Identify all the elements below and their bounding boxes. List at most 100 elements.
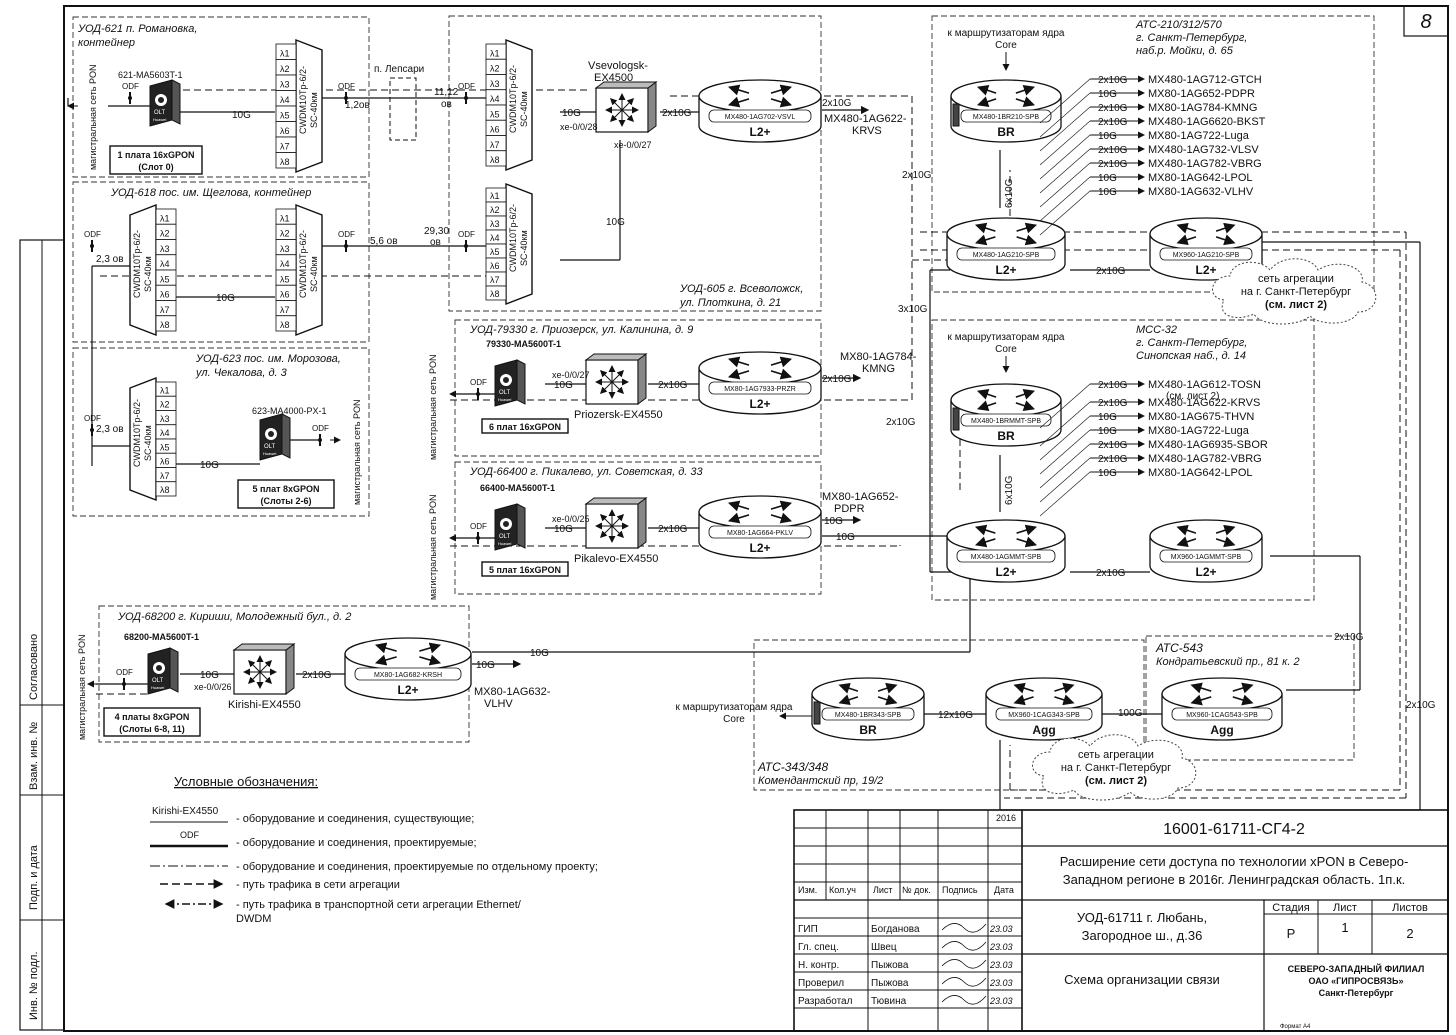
tb-name: Тювина [871, 996, 907, 1007]
lambda-port: λ7 [280, 305, 290, 315]
speed-label: 10G [606, 217, 625, 228]
speed-label: 10G [232, 110, 251, 121]
uod623-fiber: 2,3 ов [96, 424, 124, 435]
speed-label: 10G [530, 648, 549, 659]
tb-header: Кол.уч [829, 885, 856, 895]
lambda-port: λ1 [490, 48, 500, 58]
uod605-port2: xe-0/0/27 [614, 140, 652, 150]
tb-name: Богданова [871, 924, 920, 935]
switch-uod79330 [584, 353, 648, 405]
tb-object2: Загородное ш., д.36 [1082, 928, 1203, 943]
cwdm-muxes: CWDM10Tp-6/2-SC-40кмλ1λ2λ3λ4λ5λ6λ7λ8CWDM… [129, 38, 533, 502]
link-target: MX480-1AG6620-BKST [1148, 116, 1266, 128]
lambda-port: λ1 [280, 213, 290, 223]
uod68200-port: xe-0/0/26 [194, 682, 232, 692]
uod68200-title: УОД-68200 г. Кириши, Молодежный бул., д.… [117, 611, 351, 623]
lambda-port: λ4 [280, 259, 290, 269]
router-role: Agg [1210, 723, 1233, 737]
link-speed: 2x10G [1098, 398, 1128, 409]
tb-header: Дата [994, 885, 1014, 895]
side-stamp-panel: Согласовано Взам. инв. № Подп. и дата Ин… [19, 239, 65, 1031]
odf-icon: ODF [338, 82, 355, 104]
odf-label: ODF [122, 82, 139, 91]
olt-text: OLT [152, 678, 164, 684]
mcc32-title: МСС-32 [1136, 324, 1177, 336]
speed-label: 10G [554, 380, 573, 391]
olt-text: OLT [499, 390, 511, 396]
title-block-grid [793, 809, 1449, 1032]
router-model: MX80-1AG664-PKLV [727, 530, 793, 537]
lambda-port: λ3 [160, 414, 170, 424]
lambda-port: λ6 [490, 261, 500, 271]
uod618-fiber-left: 2,3 ов [96, 254, 124, 265]
uod623-board: 5 плат 8xGPON [252, 484, 319, 494]
side-label-agreed: Согласовано [28, 634, 40, 700]
speed-label: 6x10G [1004, 475, 1015, 505]
speed-label: 2x10G [902, 170, 932, 181]
odf-label: ODF [458, 230, 475, 239]
router-model: MX480-1BR343-SPB [835, 712, 901, 719]
lambda-port: λ8 [160, 320, 170, 330]
odf-icon: ODF [312, 424, 329, 446]
speed-label: 10G [216, 293, 235, 304]
core-labels: к маршрутизаторам ядра Core к маршрутиза… [676, 28, 1065, 725]
side-label-inv: Инв. № подл. [28, 951, 40, 1020]
switch-uod68200 [232, 643, 296, 695]
odf-icon: ODF [84, 230, 101, 252]
lambda-port: λ2 [280, 64, 290, 74]
mux-range: SC-40км [309, 92, 319, 128]
lambda-port: λ5 [490, 109, 500, 119]
odf-label: ODF [470, 378, 487, 387]
router-role: Agg [1032, 723, 1055, 737]
odf-icon: ODF [458, 82, 475, 104]
tb-role: Разработал [798, 995, 853, 1007]
uod623-slot: (Слоты 2-6) [261, 496, 312, 506]
ats343-title: АТС-343/348 [757, 760, 828, 774]
mcc32-addr1: г. Санкт-Петербург, [1136, 337, 1247, 349]
tb-sheet-h: Лист [1333, 902, 1357, 914]
uod66400-title: УОД-66400 г. Пикалево, ул. Советская, д.… [469, 466, 704, 478]
uod618-fiber-right-unit: ов [430, 237, 441, 248]
router-role: L2+ [749, 397, 770, 411]
olt-vendor: Huawei [153, 117, 166, 122]
speed-label: 10G [554, 524, 573, 535]
mux-range: SC-40км [519, 230, 529, 266]
link-speed: 2x10G [1098, 440, 1128, 451]
core-label: к маршрутизаторам ядра [676, 702, 793, 713]
pon-trunk-label-3: магистральная сеть PON [428, 495, 438, 600]
mux-range: SC-40км [519, 91, 529, 127]
odf-icon: ODF [470, 522, 487, 544]
tb-org2: ОАО «ГИПРОСВЯЗЬ» [1309, 976, 1404, 986]
uod605-port1: xe-0/0/28 [560, 122, 598, 132]
speed-label: 10G [200, 670, 219, 681]
lambda-port: λ2 [160, 229, 170, 239]
uplink-labels: MX480-1AG622- KRVS MX80-1AG784- KMNG MX8… [474, 113, 917, 710]
speed-label: 10G [200, 460, 219, 471]
router-model: MX960-1CAG343-SPB [1008, 712, 1080, 719]
uod621-fiber: 1,2ов [345, 100, 370, 111]
mux-range: SC-40км [143, 256, 153, 292]
tb-format: Формат А4 [1280, 1024, 1311, 1030]
speed-label: 2x10G [822, 374, 852, 385]
tb-name: Пыжова [871, 978, 909, 989]
legend-title: Условные обозначения: [174, 774, 318, 789]
tb-date: 23.03 [989, 924, 1013, 934]
uod68200-olt-label: 68200-MA5600T-1 [124, 632, 199, 642]
uod605-switch-label: Vsevologsk- [588, 60, 648, 72]
speed-label: 10G [476, 660, 495, 671]
